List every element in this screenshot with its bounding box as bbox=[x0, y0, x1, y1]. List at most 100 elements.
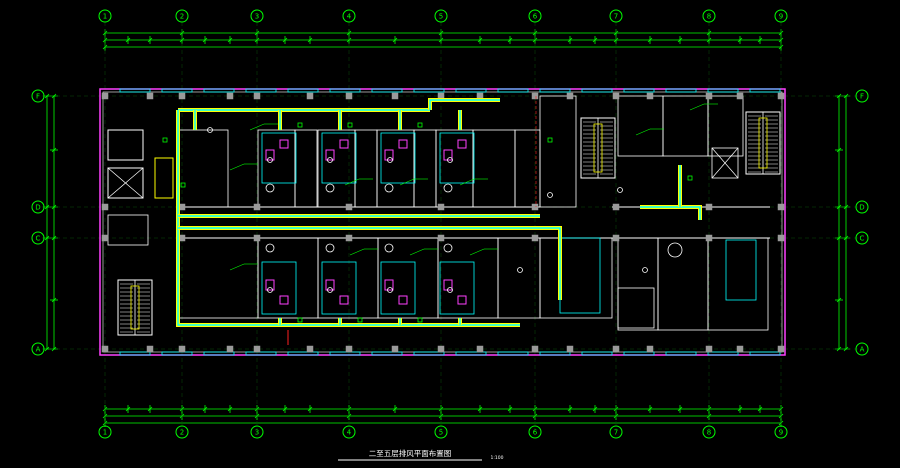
north-wet-room-1 bbox=[321, 132, 357, 184]
column-49 bbox=[566, 345, 574, 353]
window-top-582 bbox=[581, 88, 613, 93]
exhaust-grille-1 bbox=[267, 157, 273, 163]
column-50 bbox=[646, 345, 654, 353]
exhaust-grille-3 bbox=[387, 157, 393, 163]
dim-right-axes-tick-2 bbox=[843, 235, 849, 241]
leader-7 bbox=[469, 248, 485, 256]
south-door-swing-0 bbox=[265, 243, 275, 253]
column-15 bbox=[345, 345, 353, 353]
dim-top-detail-tick-22 bbox=[757, 37, 763, 43]
south-door-swing-3 bbox=[443, 243, 453, 253]
exhaust-duct-runs bbox=[176, 98, 702, 327]
dim-left-detail-tick-0 bbox=[51, 93, 57, 99]
leader-3 bbox=[459, 178, 475, 186]
window-top-204 bbox=[203, 88, 235, 93]
window-top-540 bbox=[539, 88, 571, 93]
column-34 bbox=[777, 234, 785, 242]
east-small-room bbox=[617, 287, 655, 329]
dim-top-detail-tick-12 bbox=[477, 37, 483, 43]
window-bottom-498 bbox=[497, 351, 529, 356]
column-38 bbox=[226, 92, 234, 100]
grid-bubble-bottom-5-label: 5 bbox=[439, 429, 443, 437]
north-fixture-b-0 bbox=[279, 139, 289, 149]
grid-bubble-bottom-2-label: 2 bbox=[180, 429, 184, 437]
column-31 bbox=[705, 345, 713, 353]
north-door-swing-2 bbox=[384, 183, 394, 193]
exhaust-grille-0 bbox=[207, 127, 213, 133]
column-39 bbox=[306, 92, 314, 100]
column-24 bbox=[612, 92, 620, 100]
grid-bubble-top-4-label: 4 bbox=[347, 13, 352, 21]
leader-5 bbox=[349, 248, 365, 256]
elevator-cross-a2 bbox=[107, 167, 144, 199]
south-fixture-a-0 bbox=[265, 279, 275, 291]
column-47 bbox=[391, 345, 399, 353]
east-lift bbox=[711, 147, 739, 179]
exhaust-fan-5 bbox=[297, 317, 303, 323]
south-fixture-a-2 bbox=[384, 279, 394, 291]
north-room-2 bbox=[294, 129, 318, 208]
exhaust-grille-9 bbox=[517, 267, 523, 273]
column-22 bbox=[531, 234, 539, 242]
grid-bubble-top-6-label: 6 bbox=[533, 13, 538, 21]
column-10 bbox=[253, 234, 261, 242]
east-room-d bbox=[707, 95, 744, 157]
column-40 bbox=[391, 92, 399, 100]
grid-bubble-right-D-label: D bbox=[859, 204, 864, 212]
dim-top-detail-tick-13 bbox=[507, 37, 513, 43]
east-round-fixture bbox=[667, 242, 683, 258]
window-top-498 bbox=[497, 88, 529, 93]
north-door-swing-3 bbox=[443, 183, 453, 193]
exhaust-grille-7 bbox=[387, 287, 393, 293]
dim-top-detail-tick-1 bbox=[125, 37, 131, 43]
dim-left-detail-tick-3 bbox=[51, 235, 57, 241]
column-1 bbox=[101, 203, 109, 211]
window-top-414 bbox=[413, 88, 445, 93]
column-12 bbox=[345, 92, 353, 100]
column-43 bbox=[646, 92, 654, 100]
grid-bubble-top-7-circle bbox=[609, 9, 623, 23]
grid-bubble-bottom-4-circle bbox=[342, 425, 356, 439]
grid-bubble-bottom-7-circle bbox=[609, 425, 623, 439]
column-3 bbox=[101, 345, 109, 353]
column-48 bbox=[476, 345, 484, 353]
grid-bubble-left-A-label: A bbox=[36, 346, 41, 354]
main-duct-north-b-inner bbox=[429, 99, 500, 110]
dim-top-detail-tick-21 bbox=[737, 37, 743, 43]
grid-bubble-bottom-3-circle bbox=[250, 425, 264, 439]
grid-bubble-bottom-7-label: 7 bbox=[614, 429, 618, 437]
dimension-lines bbox=[43, 29, 850, 427]
column-46 bbox=[306, 345, 314, 353]
north-fixture-b-1 bbox=[339, 139, 349, 149]
column-30 bbox=[705, 234, 713, 242]
column-9 bbox=[253, 203, 261, 211]
grid-bubble-top-9-label: 9 bbox=[779, 13, 783, 21]
column-19 bbox=[437, 345, 445, 353]
dim-bottom-detail-tick-18 bbox=[647, 406, 653, 412]
grid-bubble-right-D-circle bbox=[855, 200, 869, 214]
south-fixture-a-1 bbox=[325, 279, 335, 291]
grid-bubble-bottom-8-circle bbox=[702, 425, 716, 439]
dim-bottom-detail-tick-15 bbox=[567, 406, 573, 412]
dim-right-detail-tick-0 bbox=[836, 93, 842, 99]
window-bottom-288 bbox=[287, 351, 319, 356]
exhaust-grille-2 bbox=[327, 157, 333, 163]
exhaust-grille-8 bbox=[447, 287, 453, 293]
column-36 bbox=[146, 92, 154, 100]
dim-left-axes-tick-2 bbox=[44, 235, 50, 241]
north-fixture-b-3 bbox=[457, 139, 467, 149]
dim-left-axes-tick-0 bbox=[44, 93, 50, 99]
column-23 bbox=[531, 345, 539, 353]
dim-bottom-detail-tick-21 bbox=[737, 406, 743, 412]
grid-bubble-right-A-label: A bbox=[860, 346, 865, 354]
west-stair-handrail bbox=[130, 285, 140, 330]
leader-4 bbox=[229, 263, 245, 271]
window-bottom-120 bbox=[119, 351, 151, 356]
dim-right-detail-tick-2 bbox=[836, 204, 842, 210]
column-18 bbox=[437, 234, 445, 242]
drawing-title: 二至五层排风平面布置图 bbox=[369, 448, 452, 458]
column-25 bbox=[612, 203, 620, 211]
column-44 bbox=[736, 92, 744, 100]
window-top-666 bbox=[665, 88, 697, 93]
